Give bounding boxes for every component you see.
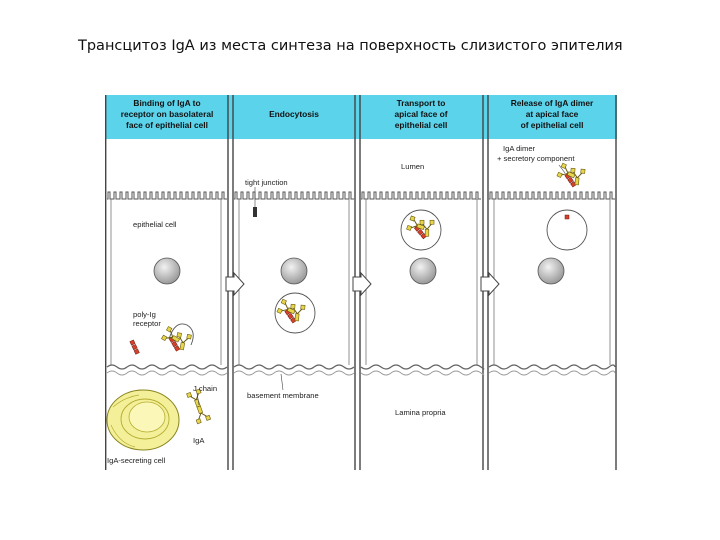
nucleus [153,257,181,285]
label-basement-membrane: basement membrane [247,391,319,400]
label-iga-secreting-cell: IgA-secreting cell [107,456,166,465]
svg-text:epithelial cell: epithelial cell [395,120,448,130]
label-iga-dimer: IgA dimer [503,144,536,153]
svg-text:Transport to: Transport to [397,98,446,108]
microvilli-apical-surface [107,191,615,200]
iga-transcytosis-diagram: Binding of IgA to receptor on basolatera… [104,95,617,470]
label-secretory-component: + secretory component [497,154,575,163]
svg-text:Endocytosis: Endocytosis [269,109,319,119]
svg-text:receptor on basolateral: receptor on basolateral [121,109,214,119]
step-arrows [225,271,500,297]
svg-text:apical face of: apical face of [394,109,447,119]
panel-1-header: Binding of IgA to receptor on basolatera… [121,98,214,130]
nucleus [537,257,565,285]
svg-text:of epithelial cell: of epithelial cell [521,120,584,130]
svg-text:Binding of IgA to: Binding of IgA to [133,98,200,108]
slide-title: Трансцитоз IgA из места синтеза на повер… [78,38,623,54]
header-bar [105,95,617,139]
label-lamina-propria: Lamina propria [395,408,446,417]
iga-dimer [186,388,212,425]
svg-text:Release of IgA dimer: Release of IgA dimer [511,98,594,108]
panel-2-header: Endocytosis [269,109,319,119]
svg-text:at apical face: at apical face [526,109,579,119]
panel-3-header: Transport to apical face of epithelial c… [394,98,447,130]
basement-membrane [106,364,616,370]
empty-vesicle [546,209,588,251]
label-receptor: receptor [133,319,161,328]
label-j-chain: J chain [193,384,217,393]
label-tight-junction: tight junction [245,178,288,187]
label-epithelial-cell: epithelial cell [133,220,177,229]
svg-text:face of epithelial cell: face of epithelial cell [126,120,208,130]
label-iga: IgA [193,436,205,445]
label-poly-ig: poly-Ig [133,310,156,319]
poly-ig-receptor [129,339,140,355]
panel-4-header: Release of IgA dimer at apical face of e… [511,98,594,130]
label-lumen: Lumen [401,162,424,171]
nucleus [280,257,308,285]
nucleus [409,257,437,285]
